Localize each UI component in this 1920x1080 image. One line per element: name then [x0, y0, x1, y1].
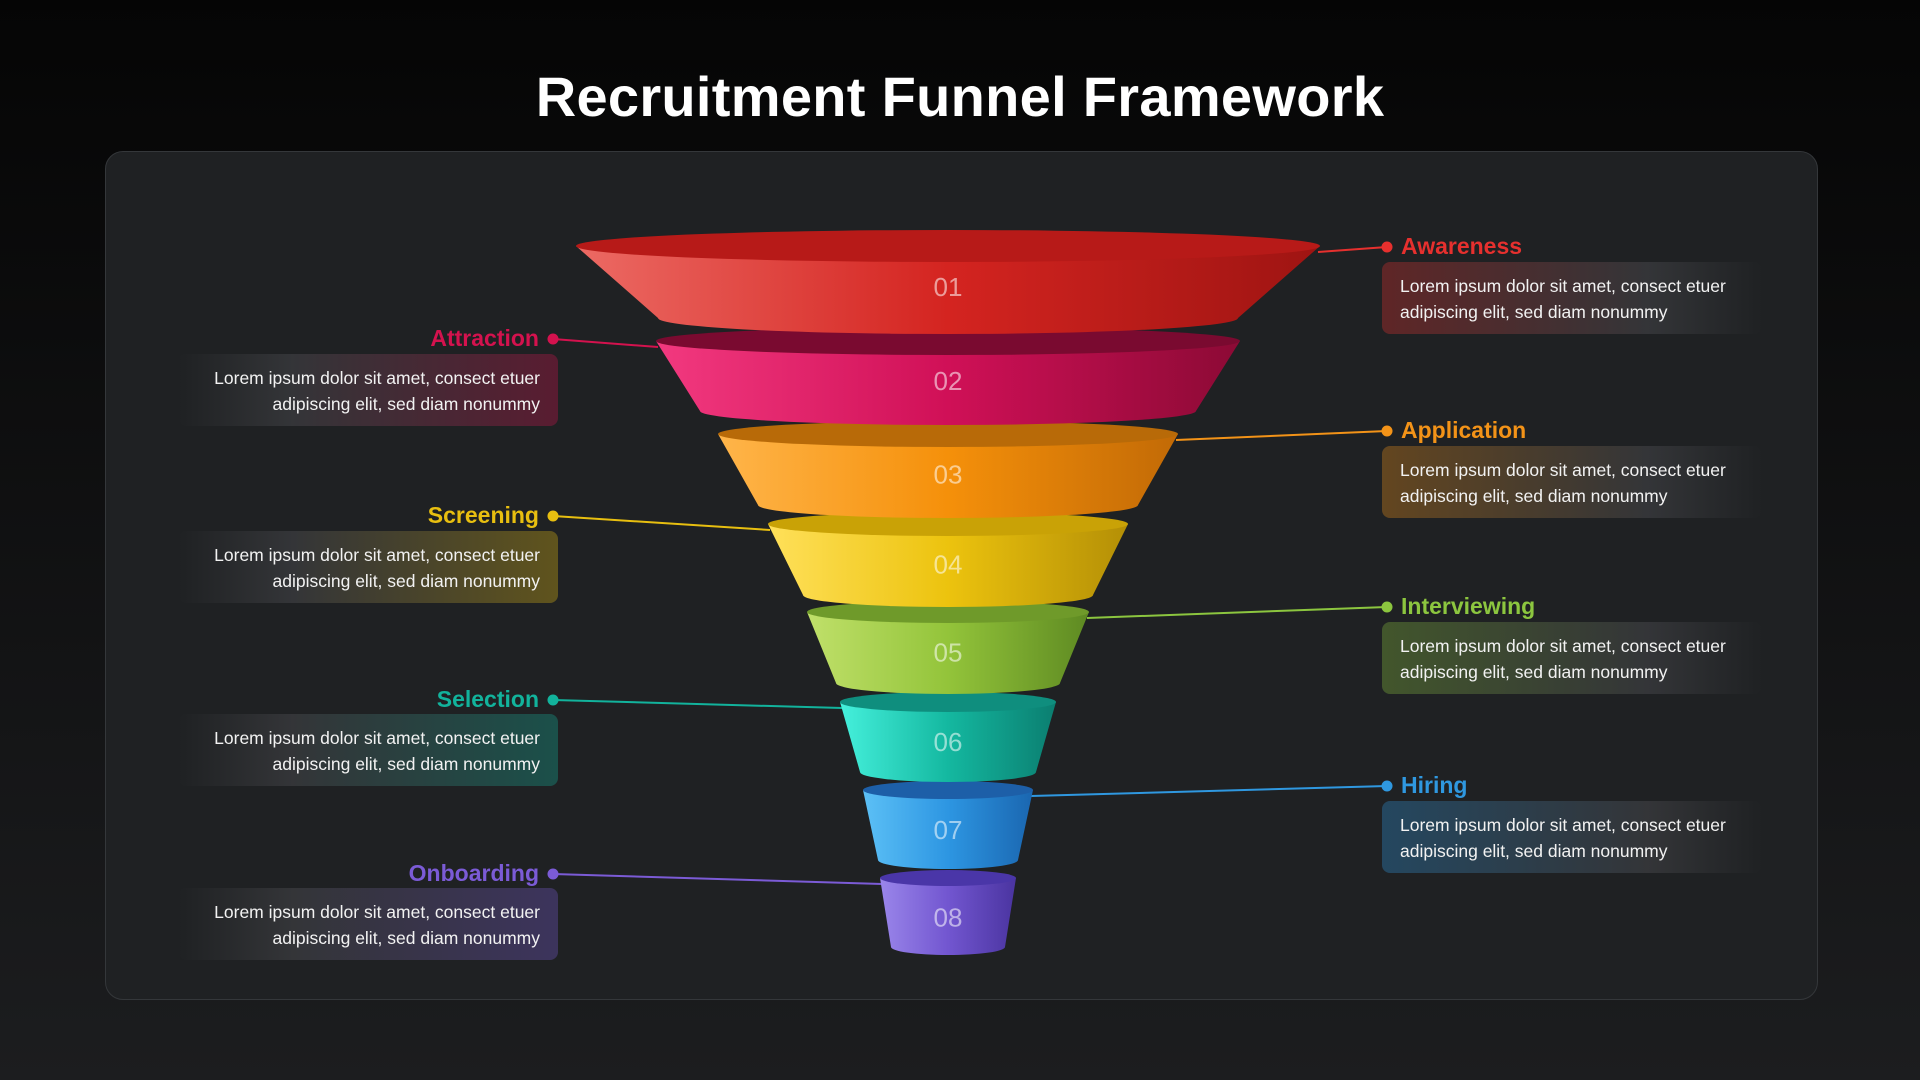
- stage-label-awareness: Awareness: [1401, 233, 1523, 259]
- connector-dot-selection: [547, 694, 559, 706]
- stage-number: 06: [934, 727, 963, 757]
- stage-description-awareness: Lorem ipsum dolor sit amet, consect etue…: [1382, 262, 1762, 334]
- connector-line-onboarding: [552, 873, 883, 885]
- stage-label-interviewing: Interviewing: [1401, 593, 1536, 619]
- stage-label-screening: Screening: [427, 502, 539, 528]
- connector-line-application: [1175, 430, 1388, 441]
- connector-dot-application: [1381, 425, 1393, 437]
- stage-description-attraction: Lorem ipsum dolor sit amet, consect etue…: [178, 354, 558, 426]
- stage-label-onboarding: Onboarding: [408, 860, 539, 886]
- stage-number: 02: [934, 366, 963, 396]
- funnel-segment-07: 07: [863, 781, 1033, 869]
- connector-dot-attraction: [547, 333, 559, 345]
- funnel-segment-04: 04: [768, 512, 1128, 607]
- funnel-segment-01: 01: [576, 230, 1320, 334]
- connector-line-screening: [552, 515, 771, 531]
- connector-line-selection: [552, 699, 843, 709]
- stage-description-selection: Lorem ipsum dolor sit amet, consect etue…: [178, 714, 558, 786]
- stage-number: 04: [934, 550, 963, 580]
- connector-dot-onboarding: [547, 868, 559, 880]
- funnel-segment-05: 05: [807, 601, 1089, 694]
- stage-description-interviewing: Lorem ipsum dolor sit amet, consect etue…: [1382, 622, 1762, 694]
- connector-dot-interviewing: [1381, 601, 1393, 613]
- stage-description-application: Lorem ipsum dolor sit amet, consect etue…: [1382, 446, 1762, 518]
- funnel-segment-08: 08: [880, 870, 1016, 955]
- stage-number: 03: [934, 460, 963, 490]
- stage-number: 08: [934, 903, 963, 933]
- stage-label-application: Application: [1401, 417, 1527, 443]
- connector-dot-hiring: [1381, 780, 1393, 792]
- funnel-segment-06: 06: [840, 692, 1056, 782]
- stage-number: 05: [934, 638, 963, 668]
- connector-line-attraction: [552, 338, 659, 348]
- connector-line-awareness: [1317, 246, 1388, 253]
- connector-line-hiring: [1030, 785, 1388, 797]
- page-title: Recruitment Funnel Framework: [535, 65, 1385, 128]
- connector-dot-awareness: [1381, 241, 1393, 253]
- stage-number: 07: [934, 815, 963, 845]
- stage-number: 01: [934, 272, 963, 302]
- stage-label-selection: Selection: [436, 686, 539, 712]
- connector-line-interviewing: [1086, 606, 1388, 619]
- stage-description-hiring: Lorem ipsum dolor sit amet, consect etue…: [1382, 801, 1762, 873]
- stage-description-onboarding: Lorem ipsum dolor sit amet, consect etue…: [178, 888, 558, 960]
- stage-label-attraction: Attraction: [430, 325, 539, 351]
- funnel-segment-03: 03: [718, 421, 1178, 518]
- connector-dot-screening: [547, 510, 559, 522]
- stage-description-screening: Lorem ipsum dolor sit amet, consect etue…: [178, 531, 558, 603]
- funnel-segment-02: 02: [656, 327, 1240, 425]
- stage-label-hiring: Hiring: [1401, 772, 1468, 798]
